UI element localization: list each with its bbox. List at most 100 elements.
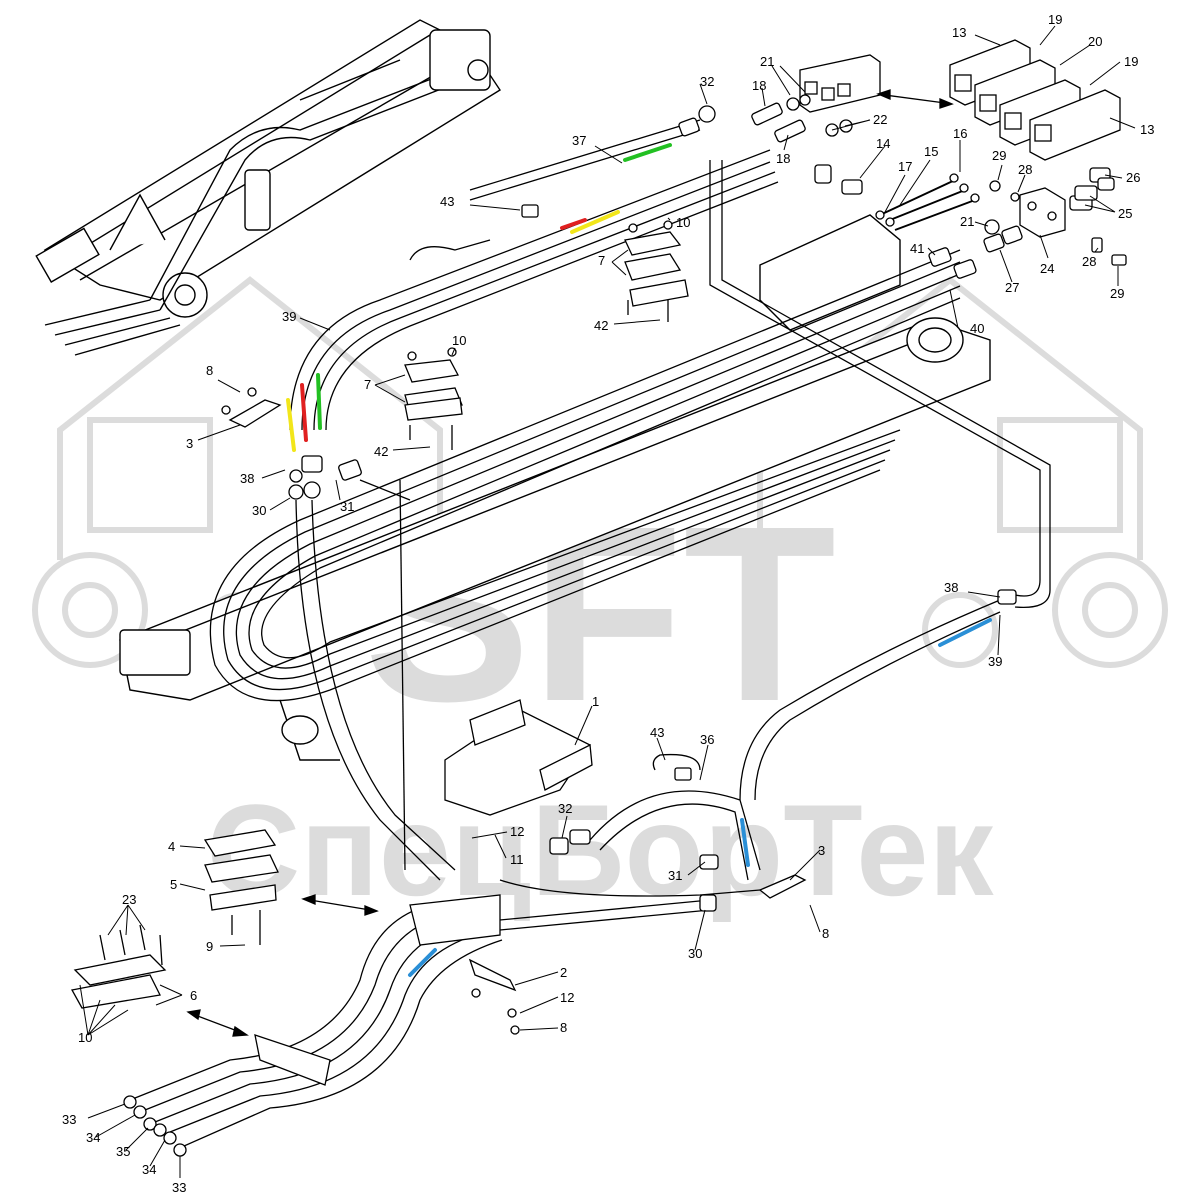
bolt-28a: [1010, 192, 1020, 202]
boom-end-block: [35, 227, 100, 283]
leader-lines: [79, 25, 1136, 1178]
rod-17: [894, 199, 976, 231]
parts: [70, 39, 1127, 1157]
fitting-33-lower: [173, 1143, 187, 1157]
bracket-plate-upper: [759, 214, 901, 331]
callout-21a: 21: [760, 54, 774, 69]
hose-36: [589, 790, 761, 871]
reference-arrows: [186, 89, 954, 1037]
block-24: [1019, 187, 1066, 238]
callout-3b: 3: [818, 843, 825, 858]
bracket-3-lower: [758, 874, 807, 899]
callout-36: 36: [700, 732, 714, 747]
callout-39a: 39: [282, 309, 296, 324]
callout-31a: 31: [340, 499, 354, 514]
manifold-blocks-installed: [799, 54, 881, 113]
callout-38a: 38: [240, 471, 254, 486]
fitting-34-lower: [163, 1131, 177, 1145]
callout-10c: 10: [78, 1030, 92, 1045]
callout-43b: 43: [650, 725, 664, 740]
callout-10a: 10: [676, 215, 690, 230]
blue-mark-39: [938, 618, 992, 647]
watermark-house-left: [57, 276, 443, 560]
callout-42b: 42: [374, 444, 388, 459]
callout-33a: 33: [62, 1112, 76, 1127]
callout-24: 24: [1040, 261, 1054, 276]
red-mark-left: [300, 383, 308, 442]
callout-4: 4: [168, 839, 175, 854]
callout-39b: 39: [988, 654, 1002, 669]
red-mark-upper: [560, 218, 587, 230]
bolt-29a: [989, 180, 1001, 192]
boom-bottom-box: [119, 629, 191, 676]
callout-21b: 21: [960, 214, 974, 229]
hose-39-lower: [739, 599, 1001, 801]
blue-mark-lower: [408, 948, 437, 977]
clamp-4-5: [203, 829, 279, 945]
callout-22: 22: [873, 112, 887, 127]
fitting-27: [983, 233, 1005, 253]
hose-39-upper: [289, 149, 771, 431]
lower-clamp: [409, 894, 501, 946]
callout-28b: 28: [1082, 254, 1096, 269]
fitting-37-end: [678, 117, 700, 137]
callout-13a: 13: [952, 25, 966, 40]
boom-lower-hoses: [44, 299, 181, 356]
callout-14: 14: [876, 136, 890, 151]
callout-8a: 8: [206, 363, 213, 378]
fitting-32-upper: [698, 105, 716, 123]
bolt-28b: [1091, 237, 1103, 253]
callout-6: 6: [190, 988, 197, 1003]
callout-11: 11: [510, 852, 524, 867]
fitting-31-upper: [303, 481, 321, 499]
callout-26: 26: [1126, 170, 1140, 185]
fitting-30-upper: [288, 484, 304, 500]
fitting-18-upper: [751, 102, 783, 126]
callout-23: 23: [122, 892, 136, 907]
yellow-mark-38: [286, 398, 296, 452]
hose-37: [469, 119, 701, 191]
callout-43a: 43: [440, 194, 454, 209]
callout-1: 1: [592, 694, 599, 709]
watermark-house-right: [757, 276, 1143, 560]
callout-5: 5: [170, 877, 177, 892]
fitting-31-lower: [699, 854, 719, 870]
callout-29b: 29: [1110, 286, 1124, 301]
watermark-tractor-right: [922, 417, 1168, 668]
callout-7b: 7: [364, 377, 371, 392]
fitting-35: [153, 1123, 167, 1137]
bracket-3-upper: [228, 399, 282, 428]
callout-16: 16: [953, 126, 967, 141]
end-fittings: [123, 1095, 187, 1157]
boom-clamp: [244, 169, 271, 231]
manifold-blocks-detail: [949, 39, 1121, 161]
callout-18b: 18: [776, 151, 790, 166]
rod-15: [879, 179, 956, 216]
yellow-mark-upper: [570, 210, 620, 234]
green-mark-37: [623, 143, 672, 162]
clamp-7-upper: [624, 220, 689, 322]
callout-25: 25: [1118, 206, 1132, 221]
callout-18a: 18: [752, 78, 766, 93]
callout-15: 15: [924, 144, 938, 159]
callout-38b: 38: [944, 580, 958, 595]
callout-33b: 33: [172, 1180, 186, 1195]
connector-43-upper: [521, 204, 539, 218]
callout-34b: 34: [142, 1162, 156, 1177]
boom-assembly: [35, 19, 991, 761]
callout-19b: 19: [1124, 54, 1138, 69]
callout-32b: 32: [558, 801, 572, 816]
green-mark-left: [316, 373, 322, 430]
callout-12b: 12: [560, 990, 574, 1005]
fitting-41: [928, 247, 952, 267]
hose-color-marks: [286, 143, 992, 977]
bracket-2: [468, 958, 517, 992]
fitting-14: [841, 179, 863, 195]
fitting-18-lower: [774, 119, 806, 143]
callout-7a: 7: [598, 253, 605, 268]
callout-8b: 8: [822, 926, 829, 941]
callout-28a: 28: [1018, 162, 1032, 177]
fitting-38-lower: [997, 589, 1017, 605]
callout-41: 41: [910, 241, 924, 256]
